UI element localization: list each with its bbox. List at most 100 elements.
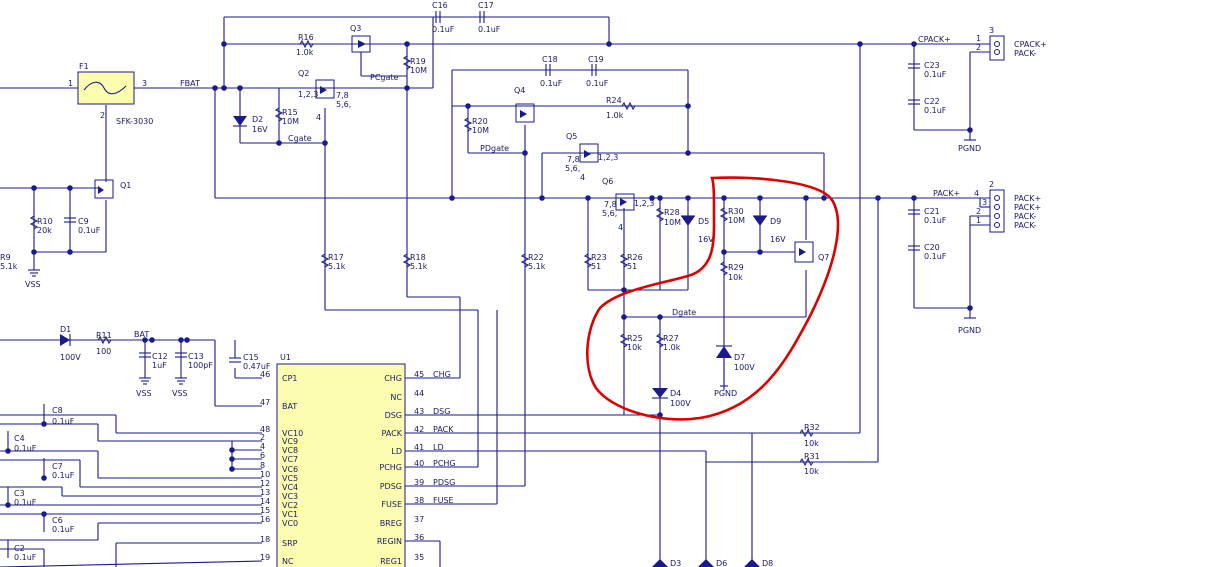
r16-ref: R16 xyxy=(298,33,314,42)
net-pdgate: PDgate xyxy=(480,144,509,153)
c22-ref: C22 xyxy=(924,97,940,106)
q2-pins2: 7,8 xyxy=(336,91,349,100)
connector-j2: 2 4 3 2 1 PACK+ PACK+ PACK- PACK- xyxy=(974,180,1041,233)
capacitor-c20: C20 0.1uF xyxy=(908,243,947,261)
zener-d2: D2 16V xyxy=(233,115,268,134)
ic-pin-name: VC2 xyxy=(282,501,298,510)
r23-val: 51 xyxy=(591,262,601,271)
r15-ref: R15 xyxy=(282,108,298,117)
c16-val: 0.1uF xyxy=(432,25,455,34)
ic-pin-number: 42 xyxy=(414,425,424,434)
q6-pins2: 7,8 xyxy=(604,200,617,209)
r26-ref: R26 xyxy=(627,253,643,262)
q5-pins2: 7,8 xyxy=(567,155,580,164)
ic-pin-name: NC xyxy=(390,393,402,402)
r30-ref: R30 xyxy=(728,207,744,216)
d7-val: 100V xyxy=(734,363,755,372)
q2-ref: Q2 xyxy=(298,69,309,78)
resistor-r27: R27 1.0k xyxy=(655,333,681,352)
net-bat: BAT xyxy=(134,330,149,339)
resistor-r10: R10 20k xyxy=(29,215,53,235)
c7-val: 0.1uF xyxy=(52,471,75,480)
c12-val: 1uF xyxy=(152,361,167,370)
pgnd-bottom-label: PGND xyxy=(958,326,981,335)
ic-pin-number: 44 xyxy=(414,389,424,398)
ic-pin-number: 14 xyxy=(260,497,270,506)
resistor-r20: R20 10M xyxy=(463,117,489,135)
c20-ref: C20 xyxy=(924,243,940,252)
q5-pin4: 4 xyxy=(580,173,585,182)
r20-val: 10M xyxy=(472,126,489,135)
resistor-r32: R32 10k xyxy=(799,423,820,448)
r15-val: 10M xyxy=(282,117,299,126)
q2-pin4: 4 xyxy=(316,113,321,122)
q1-ref: Q1 xyxy=(120,181,131,190)
mosfet-q7: Q7 xyxy=(794,241,829,263)
resistor-r28: R28 10M xyxy=(655,207,681,227)
ic-pin-net: FUSE xyxy=(433,496,454,505)
ic-pin-name: VC10 xyxy=(282,429,303,438)
r19-ref: R19 xyxy=(410,57,426,66)
mosfet-q5: Q5 7,8 5,6, 1,2,3 4 xyxy=(565,132,618,182)
j3-pin2: 2 xyxy=(976,43,981,52)
pgnd-top: PGND xyxy=(958,139,981,153)
r23-ref: R23 xyxy=(591,253,607,262)
ic-right-pin: NC 44 xyxy=(390,389,424,402)
ic-pin-name: VC1 xyxy=(282,510,298,519)
r28-ref: R28 xyxy=(664,208,680,217)
net-cgate: Cgate xyxy=(288,134,312,143)
r18-val: 5.1k xyxy=(410,262,428,271)
r28-val: 10M xyxy=(664,218,681,227)
c2-ref: C2 xyxy=(14,544,25,553)
c15-val: 0.47uF xyxy=(243,362,271,371)
r31-val: 10k xyxy=(804,467,819,476)
q5-pins3: 5,6, xyxy=(565,164,580,173)
ic-pin-number: 19 xyxy=(260,553,270,562)
ic-pin-number: 12 xyxy=(260,479,270,488)
zener-d5: D5 16V xyxy=(681,215,714,244)
ic-pin-name: CHG xyxy=(384,374,402,383)
r17-ref: R17 xyxy=(328,253,344,262)
c20-val: 0.1uF xyxy=(924,252,947,261)
capacitor-c22: C22 0.1uF xyxy=(908,97,947,115)
r32-ref: R32 xyxy=(804,423,820,432)
resistor-r19: R19 10M xyxy=(402,55,427,75)
wires xyxy=(0,16,990,567)
ic-pin-number: 13 xyxy=(260,488,270,497)
r17-val: 5.1k xyxy=(328,262,346,271)
c22-val: 0.1uF xyxy=(924,106,947,115)
ic-pin-name: DSG xyxy=(385,411,402,420)
r24-val: 1.0k xyxy=(606,111,624,120)
ic-pin-name: REGIN xyxy=(377,537,402,546)
capacitor-c13: C13 100pF xyxy=(175,352,213,370)
r20-ref: R20 xyxy=(472,117,488,126)
j2-label3: PACK- xyxy=(1014,212,1037,221)
c23-ref: C23 xyxy=(924,61,940,70)
r29-ref: R29 xyxy=(728,263,744,272)
ic-pin-net: PCHG xyxy=(433,459,456,468)
ic-pin-name: NC xyxy=(282,557,294,566)
q3-ref: Q3 xyxy=(350,24,361,33)
resistor-r22: R22 5.1k xyxy=(520,253,546,271)
q5-ref: Q5 xyxy=(566,132,577,141)
c8-ref: C8 xyxy=(52,406,63,415)
c21-ref: C21 xyxy=(924,207,940,216)
ic-pin-number: 18 xyxy=(260,535,270,544)
fuse-pin2: 2 xyxy=(100,111,105,120)
vss-c13-label: VSS xyxy=(172,389,188,398)
resistor-r23: R23 51 xyxy=(583,253,607,271)
mosfet-q1: Q1 xyxy=(94,179,131,199)
